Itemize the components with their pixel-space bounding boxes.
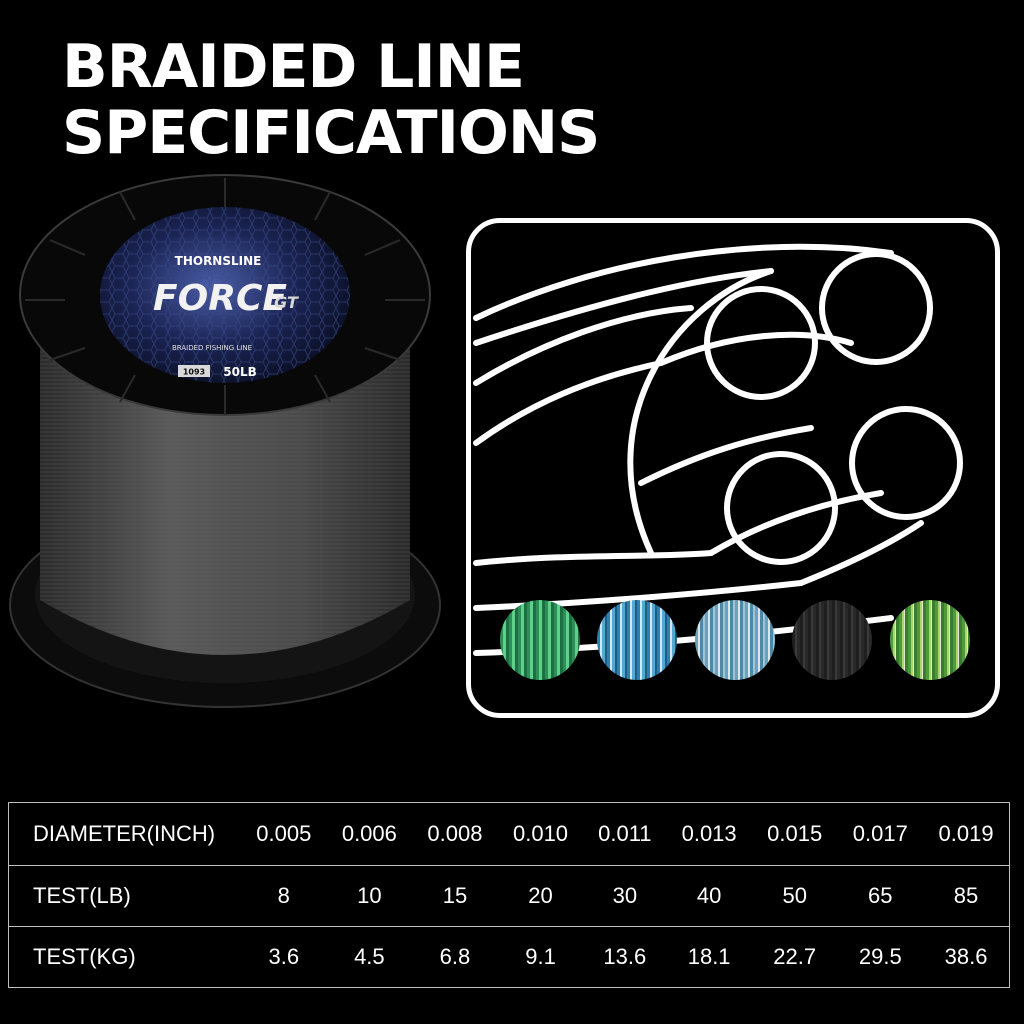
table-cell: 65	[837, 865, 924, 927]
table-cell: 20	[497, 865, 584, 927]
table-cell: 15	[412, 865, 498, 927]
braid-diagram-panel	[466, 218, 1000, 718]
table-cell: 0.017	[837, 802, 924, 866]
spool-product: FORCE	[153, 278, 287, 319]
table-cell: 13.6	[583, 926, 667, 988]
spool-image: THORNSLINE FORCE GT BRAIDED FISHING LINE…	[9, 174, 441, 708]
page-title-line-1: BRAIDED LINE	[62, 32, 525, 102]
swatch-light-blue	[695, 600, 775, 680]
swatch-blue-white	[597, 600, 677, 680]
row-label: TEST(LB)	[8, 865, 241, 927]
table-cell: 8	[241, 865, 327, 927]
table-cell: 29.5	[837, 926, 924, 988]
table-cell: 18.1	[666, 926, 752, 988]
color-swatches	[471, 223, 995, 713]
swatch-green	[500, 600, 580, 680]
spool-subtitle: BRAIDED FISHING LINE	[172, 344, 252, 352]
table-cell: 9.1	[497, 926, 584, 988]
table-cell: 4.5	[326, 926, 413, 988]
table-cell: 85	[923, 865, 1011, 927]
table-cell: 0.008	[412, 802, 498, 866]
page-title: BRAIDED LINE SPECIFICATIONS	[62, 32, 600, 168]
table-cell: 0.019	[923, 802, 1011, 866]
table-cell: 0.010	[497, 802, 584, 866]
spool-brand: THORNSLINE	[175, 254, 262, 268]
row-label: TEST(KG)	[8, 926, 241, 988]
spool-product-suffix: GT	[274, 293, 299, 312]
table-cell: 0.011	[583, 802, 667, 866]
row-label: DIAMETER(INCH)	[8, 802, 241, 866]
swatch-dark-gray	[792, 600, 872, 680]
table-cell: 0.006	[326, 802, 413, 866]
page-title-line-2: SPECIFICATIONS	[62, 98, 600, 168]
swatch-multi-green	[890, 600, 970, 680]
spool-length: 1093	[183, 368, 205, 377]
table-cell: 38.6	[923, 926, 1011, 988]
table-cell: 50	[751, 865, 838, 927]
table-cell: 40	[666, 865, 752, 927]
table-cell: 30	[583, 865, 667, 927]
spool-strength: 50LB	[223, 365, 257, 379]
table-cell: 22.7	[751, 926, 838, 988]
table-cell: 3.6	[241, 926, 327, 988]
table-cell: 0.013	[666, 802, 752, 866]
table-cell: 0.015	[751, 802, 838, 866]
table-cell: 10	[326, 865, 413, 927]
table-cell: 0.005	[241, 802, 327, 866]
table-cell: 6.8	[412, 926, 498, 988]
